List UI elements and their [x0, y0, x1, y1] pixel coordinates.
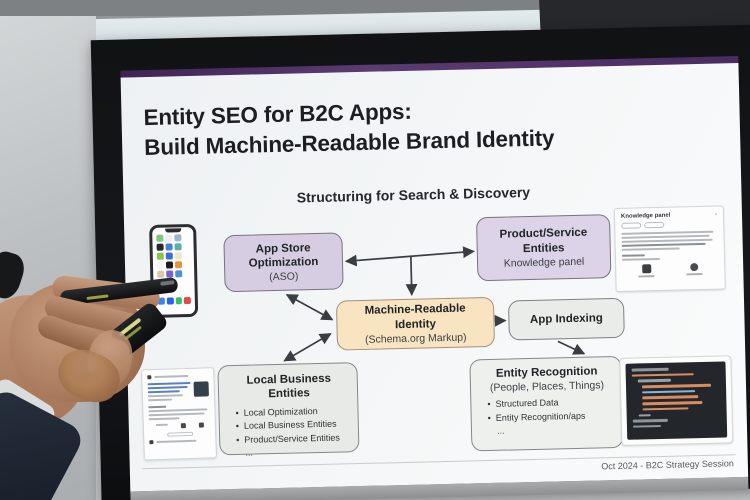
node-bullet-list: Local Optimization Local Business Entiti…: [231, 404, 350, 460]
node-bullet-list: Structured Data Entity Recognition/aps .…: [483, 395, 614, 438]
knowledge-panel-text-lines: [621, 230, 717, 251]
node-entity-recognition: Entity Recognition (People, Places, Thin…: [469, 355, 624, 452]
listing-action-icons: [149, 422, 210, 429]
phone-icon: [180, 423, 186, 429]
node-label: App Store Optimization: [248, 241, 319, 270]
node-machine-readable-identity: Machine-Readable Identity (Schema.org Ma…: [335, 296, 496, 351]
node-label: App Indexing: [529, 312, 603, 326]
globe-icon: [690, 263, 699, 272]
node-product-service-entities: Product/Service Entities Knowledge panel: [475, 214, 612, 282]
directions-icon: [198, 422, 204, 428]
local-listing-thumbnail: [141, 367, 217, 461]
node-app-store-optimization: App Store Optimization (ASO): [223, 232, 344, 293]
slide-title: Entity SEO for B2C Apps: Build Machine-R…: [143, 93, 554, 162]
knowledge-panel-title: Knowledge panel: [620, 212, 671, 220]
node-sublabel: Knowledge panel: [503, 255, 585, 270]
listing-button: [166, 431, 193, 437]
phone-dock-icons: [157, 297, 191, 305]
chevron-icon: ‹: [714, 211, 718, 218]
globe-icon: [149, 440, 154, 445]
node-sublabel: (ASO): [269, 270, 299, 284]
node-sublabel: (People, Places, Things): [489, 379, 605, 395]
presentation-screen: Entity SEO for B2C Apps: Build Machine-R…: [90, 24, 750, 500]
knowledge-panel-thumbnail: Knowledge panel ‹: [613, 205, 726, 292]
node-label: Local Business Entities: [246, 372, 332, 401]
phone-app-icons: [156, 234, 190, 287]
code-block: [625, 361, 728, 440]
listing-image: [193, 381, 209, 397]
smartphone-graphic: [149, 223, 199, 318]
schema-code-thumbnail: [619, 355, 734, 446]
node-app-indexing: App Indexing: [507, 297, 625, 341]
list-icon: [147, 375, 152, 380]
slide-subtitle: Structuring for Search & Discovery: [296, 183, 531, 206]
knowledge-panel-icons: [622, 263, 718, 278]
knowledge-panel-chips: [621, 221, 717, 229]
wall-left-panel: [0, 16, 96, 500]
node-label: Machine-Readable Identity: [364, 302, 466, 331]
bullet-item: Product/Service Entities: [232, 431, 350, 447]
node-label: Product/Service Entities: [499, 226, 588, 255]
slide-footer: Oct 2024 - B2C Strategy Session: [601, 458, 734, 472]
node-sublabel: (Schema.org Markup): [364, 331, 467, 346]
app-grid-icon: [641, 264, 651, 274]
bullet-ellipsis: ...: [245, 447, 254, 459]
node-local-business-entities: Local Business Entities Local Optimizati…: [217, 362, 360, 458]
phone-notch: [164, 228, 181, 233]
slide: Entity SEO for B2C Apps: Build Machine-R…: [120, 63, 749, 492]
listing-header: [147, 373, 208, 380]
